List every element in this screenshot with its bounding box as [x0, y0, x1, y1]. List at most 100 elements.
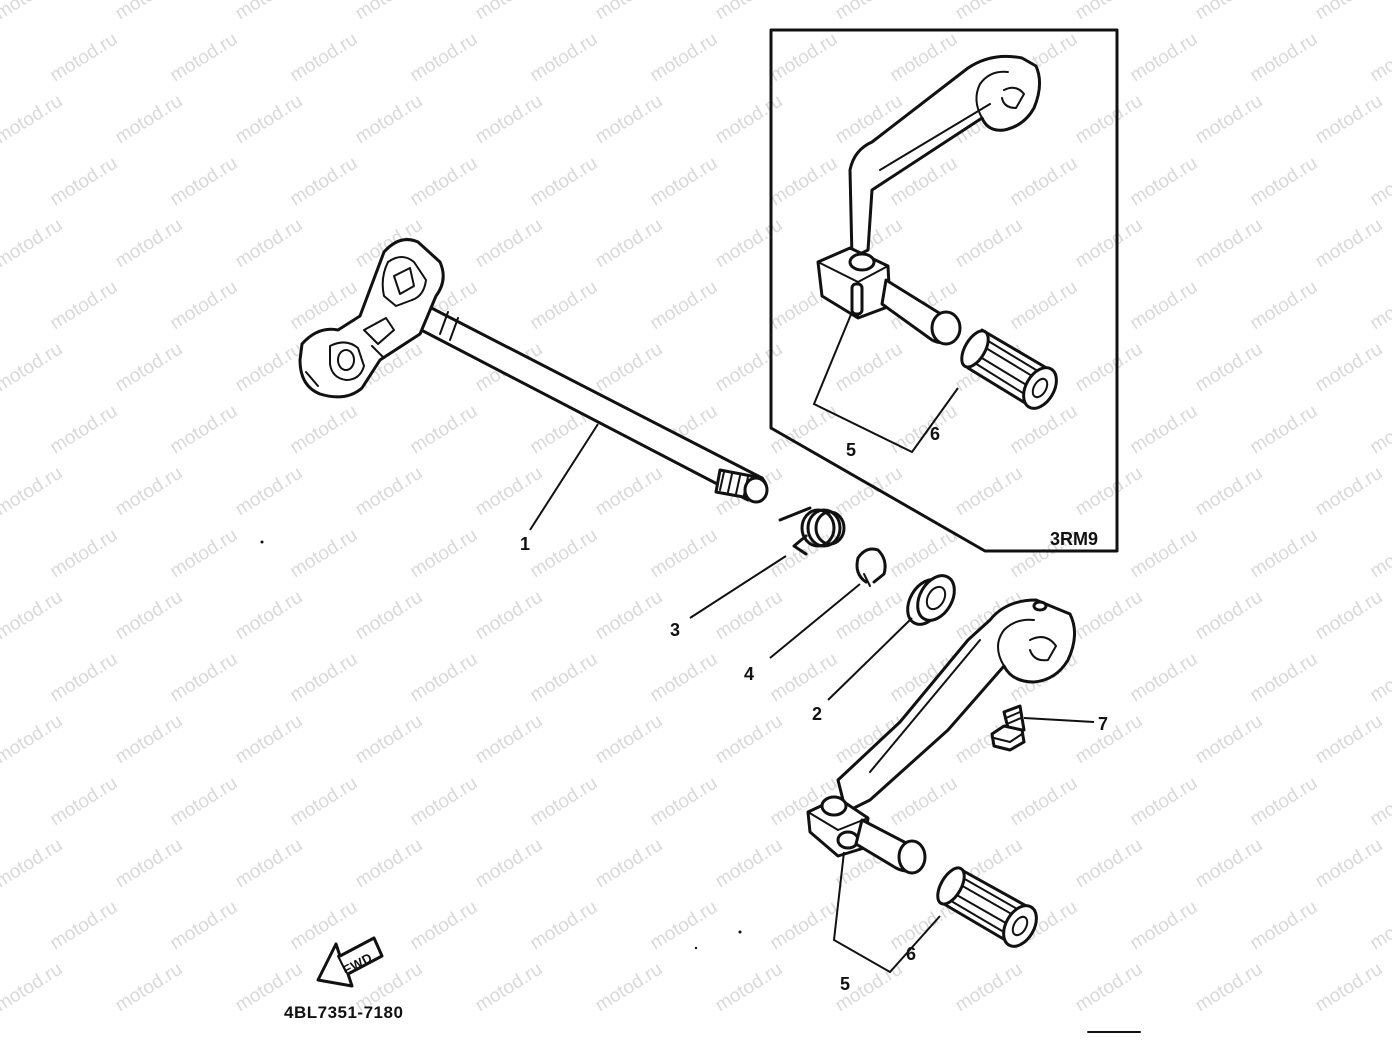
watermark-text: motod.ru: [0, 91, 66, 149]
watermark-text: motod.ru: [1072, 0, 1147, 24]
watermark-text: motod.ru: [1367, 525, 1392, 583]
watermark-text: motod.ru: [352, 835, 427, 893]
watermark-text: motod.ru: [287, 401, 362, 459]
watermark-text: motod.ru: [167, 773, 242, 831]
watermark-text: motod.ru: [47, 153, 122, 211]
watermark-text: motod.ru: [407, 649, 482, 707]
watermark-text: motod.ru: [1127, 525, 1202, 583]
watermark-text: motod.ru: [47, 401, 122, 459]
variant-inset: 3RM9 5 6: [769, 28, 1119, 553]
watermark-text: motod.ru: [1127, 29, 1202, 87]
watermark-text: motod.ru: [47, 897, 122, 955]
watermark-text: motod.ru: [112, 463, 187, 521]
watermark-text: motod.ru: [592, 463, 667, 521]
watermark-text: motod.ru: [1192, 959, 1267, 1017]
watermark-text: motod.ru: [47, 649, 122, 707]
watermark-text: motod.ru: [407, 525, 482, 583]
watermark-text: motod.ru: [527, 773, 602, 831]
watermark-text: motod.ru: [1247, 525, 1322, 583]
watermark-text: motod.ru: [592, 835, 667, 893]
watermark-text: motod.ru: [407, 773, 482, 831]
watermark-text: motod.ru: [472, 215, 547, 273]
watermark-text: motod.ru: [1312, 0, 1387, 24]
rubber-footrest: [936, 866, 1038, 948]
watermark-text: motod.ru: [887, 401, 962, 459]
return-spring: 3: [670, 506, 846, 640]
fwd-arrow: FWD: [316, 936, 384, 988]
watermark-text: motod.ru: [1007, 401, 1082, 459]
diagram-code: 4BL7351-7180: [284, 1003, 403, 1022]
watermark-text: motod.ru: [1247, 29, 1322, 87]
watermark-text: motod.ru: [1127, 773, 1202, 831]
watermark-text: motod.ru: [232, 91, 307, 149]
watermark-text: motod.ru: [472, 587, 547, 645]
watermark-text: motod.ru: [1127, 153, 1202, 211]
watermark-text: motod.ru: [167, 29, 242, 87]
watermark-text: motod.ru: [0, 959, 66, 1017]
watermark-text: motod.ru: [1192, 215, 1267, 273]
watermark-text: motod.ru: [232, 0, 307, 24]
callout-5-inset: 5: [846, 440, 856, 460]
callout-2: 2: [812, 704, 822, 724]
watermark-text: motod.ru: [47, 29, 122, 87]
watermark-text: motod.ru: [767, 897, 842, 955]
watermark-text: motod.ru: [767, 153, 842, 211]
watermark-text: motod.ru: [1247, 153, 1322, 211]
watermark-text: motod.ru: [1072, 959, 1147, 1017]
watermark-text: motod.ru: [287, 649, 362, 707]
watermark-text: motod.ru: [592, 959, 667, 1017]
watermark-text: motod.ru: [112, 91, 187, 149]
watermark-text: motod.ru: [167, 897, 242, 955]
bolt: 7: [990, 704, 1108, 752]
watermark-text: motod.ru: [712, 339, 787, 397]
watermark-text: motod.ru: [287, 29, 362, 87]
watermark-text: motod.ru: [647, 277, 722, 335]
watermark-text: motod.ru: [1312, 959, 1387, 1017]
callout-6-main: 6: [906, 944, 916, 964]
watermark-text: motod.ru: [0, 587, 66, 645]
inset-shift-pedal: [816, 54, 1041, 346]
inset-rubber-footrest: [960, 328, 1058, 410]
watermark-text: motod.ru: [167, 525, 242, 583]
watermark-text: motod.ru: [287, 525, 362, 583]
watermark-text: motod.ru: [1192, 835, 1267, 893]
callout-6-inset: 6: [930, 424, 940, 444]
watermark-text: motod.ru: [287, 153, 362, 211]
watermark-text: motod.ru: [407, 153, 482, 211]
watermark-text: motod.ru: [407, 401, 482, 459]
watermark-text: motod.ru: [232, 463, 307, 521]
watermark-text: motod.ru: [167, 401, 242, 459]
watermark-text: motod.ru: [527, 29, 602, 87]
watermark-text: motod.ru: [1312, 711, 1387, 769]
watermark-text: motod.ru: [952, 0, 1027, 24]
watermark-text: motod.ru: [1127, 897, 1202, 955]
watermark-text: motod.ru: [1072, 587, 1147, 645]
watermark-text: motod.ru: [472, 0, 547, 24]
watermark-text: motod.ru: [1247, 897, 1322, 955]
watermark-text: motod.ru: [1367, 277, 1392, 335]
watermark-text: motod.ru: [167, 277, 242, 335]
watermark-text: motod.ru: [1007, 153, 1082, 211]
watermark-text: motod.ru: [887, 773, 962, 831]
shift-pedal: 5 6: [806, 598, 1076, 994]
watermark-text: motod.ru: [1367, 897, 1392, 955]
watermark-text: motod.ru: [1072, 463, 1147, 521]
inset-variant-label: 3RM9: [1050, 529, 1098, 549]
callout-5-main: 5: [840, 974, 850, 994]
watermark-text: motod.ru: [472, 835, 547, 893]
watermark-text: motod.ru: [1367, 29, 1392, 87]
watermark-text: motod.ru: [832, 463, 907, 521]
watermark-text: motod.ru: [1192, 463, 1267, 521]
watermark-text: motod.ru: [47, 277, 122, 335]
watermark-text: motod.ru: [167, 649, 242, 707]
watermark-text: motod.ru: [1247, 401, 1322, 459]
watermark-text: motod.ru: [1312, 339, 1387, 397]
watermark-text: motod.ru: [352, 587, 427, 645]
circlip: 4: [744, 547, 887, 684]
callout-4: 4: [744, 664, 754, 684]
watermark-text: motod.ru: [712, 835, 787, 893]
watermark-text: motod.ru: [712, 91, 787, 149]
watermark-text: motod.ru: [112, 0, 187, 24]
